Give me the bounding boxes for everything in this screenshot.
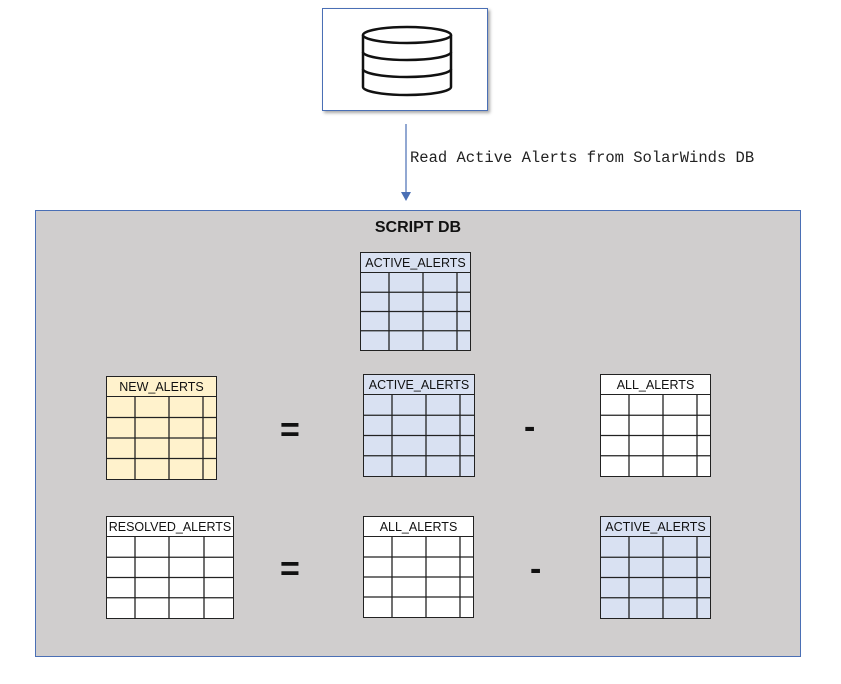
equals-operator: = bbox=[280, 550, 300, 588]
table-header: ALL_ALERTS bbox=[601, 375, 710, 395]
all-alerts-table-right: ALL_ALERTS bbox=[600, 374, 711, 477]
table-header: ALL_ALERTS bbox=[364, 517, 473, 537]
table-grid bbox=[107, 397, 216, 479]
table-header: NEW_ALERTS bbox=[107, 377, 216, 397]
table-grid bbox=[364, 395, 474, 476]
arrow-label: Read Active Alerts from SolarWinds DB bbox=[410, 149, 755, 167]
active-alerts-table-top: ACTIVE_ALERTS bbox=[360, 252, 471, 351]
panel-title: SCRIPT DB bbox=[374, 219, 462, 236]
table-header: ACTIVE_ALERTS bbox=[364, 375, 474, 395]
table-header: RESOLVED_ALERTS bbox=[107, 517, 233, 537]
table-header: ACTIVE_ALERTS bbox=[361, 253, 470, 273]
active-alerts-table-right: ACTIVE_ALERTS bbox=[600, 516, 711, 619]
table-grid bbox=[601, 537, 710, 618]
minus-operator: - bbox=[530, 550, 542, 588]
table-grid bbox=[601, 395, 710, 476]
database-icon bbox=[361, 25, 453, 97]
solarwinds-db-node bbox=[322, 8, 488, 111]
table-grid bbox=[361, 273, 470, 350]
equals-operator: = bbox=[280, 411, 300, 449]
resolved-alerts-table: RESOLVED_ALERTS bbox=[106, 516, 234, 619]
table-grid bbox=[107, 537, 233, 618]
new-alerts-table: NEW_ALERTS bbox=[106, 376, 217, 480]
minus-operator: - bbox=[524, 408, 536, 446]
table-grid bbox=[364, 537, 473, 617]
all-alerts-table-left: ALL_ALERTS bbox=[363, 516, 474, 618]
active-alerts-table-left: ACTIVE_ALERTS bbox=[363, 374, 475, 477]
table-header: ACTIVE_ALERTS bbox=[601, 517, 710, 537]
